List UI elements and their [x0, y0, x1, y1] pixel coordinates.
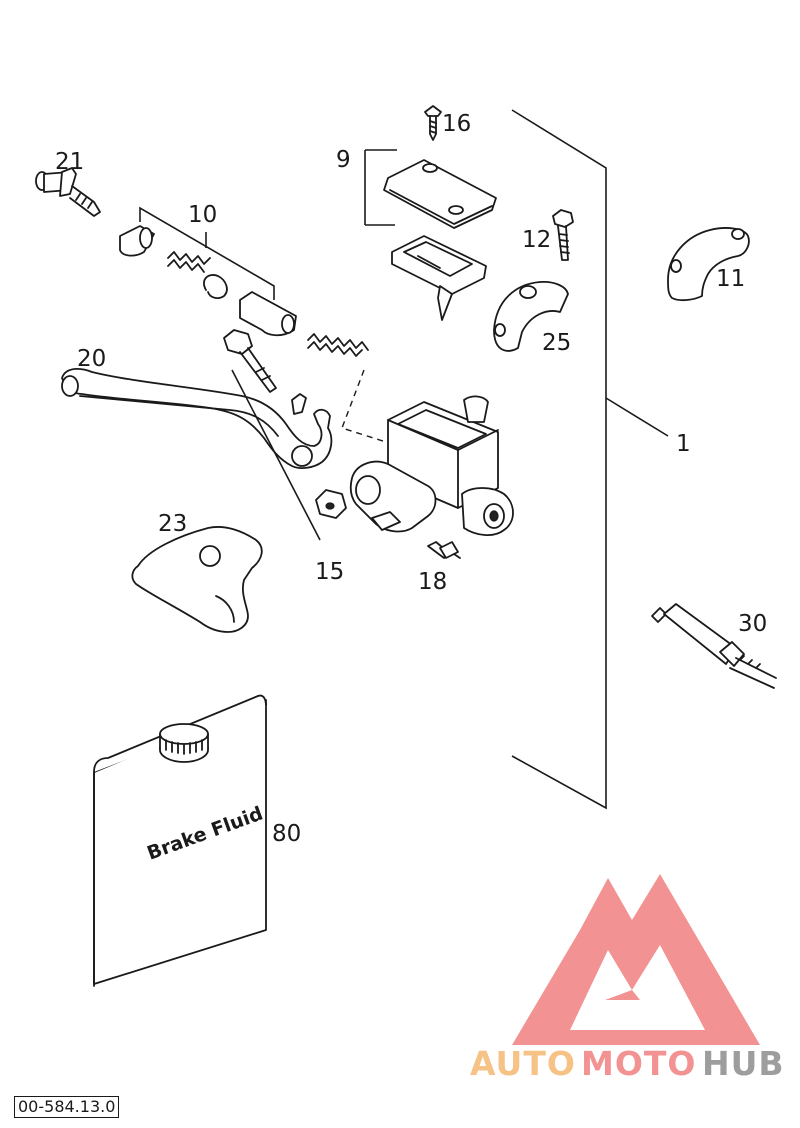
part-15-pivot-bolt	[223, 329, 347, 541]
watermark-logo: AUTO MOTO HUB	[470, 874, 785, 1083]
drawing-code: 00-584.13.0	[14, 1096, 120, 1118]
part-30-cable-end	[651, 603, 777, 689]
part-18-valve	[427, 541, 461, 559]
callout-80: 80	[272, 821, 301, 847]
part-16-screw	[424, 105, 442, 141]
callout-15: 15	[315, 559, 344, 585]
part-1-master-cylinder	[349, 395, 514, 536]
callout-21: 21	[55, 149, 84, 175]
part-20-brake-lever	[61, 368, 333, 469]
part-11-clamp	[667, 227, 750, 302]
spring-small	[167, 251, 211, 273]
return-spring	[307, 333, 369, 357]
assembly-bracket	[511, 109, 669, 810]
part-25-clamp	[493, 281, 569, 352]
part-12-bolt	[552, 209, 574, 261]
watermark-text-hub: HUB	[702, 1044, 785, 1083]
watermark-text-auto: AUTO	[470, 1044, 576, 1083]
callout-30: 30	[738, 611, 767, 637]
callout-25: 25	[542, 330, 571, 356]
part-21-adjuster	[35, 167, 101, 217]
callout-10: 10	[188, 202, 217, 228]
part-9-cover	[364, 149, 497, 321]
callout-9: 9	[336, 147, 351, 173]
watermark-triangle-icon	[512, 874, 760, 1045]
watermark-text-moto: MOTO	[581, 1044, 696, 1083]
part-10-piston-kit	[119, 206, 297, 337]
callout-18: 18	[418, 569, 447, 595]
callout-16: 16	[442, 111, 471, 137]
callout-12: 12	[522, 227, 551, 253]
callout-23: 23	[158, 511, 187, 537]
part-23-cover	[131, 526, 263, 633]
callout-20: 20	[77, 346, 106, 372]
callout-11: 11	[716, 266, 745, 292]
callout-1: 1	[676, 431, 691, 457]
part-80-fluid-container: Brake Fluid	[93, 694, 267, 987]
